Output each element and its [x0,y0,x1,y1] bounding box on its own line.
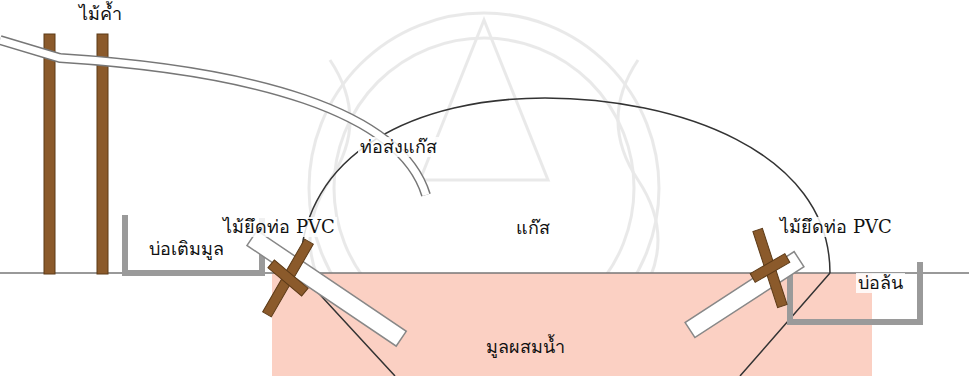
overflow-pit-label: บ่อล้น [856,273,905,294]
overflow-pit [790,255,920,322]
gas-pipe [0,40,426,195]
inlet-wood-tie [263,239,314,317]
digester-dome [300,98,830,273]
stake-label: ไม้ค้ำ [77,4,124,25]
gas-pipe-inner [0,40,426,195]
slurry-label: มูลผสมน้ำ [484,337,567,358]
inlet-pvc-pipe [247,231,406,347]
outlet-pvc-pipe [685,252,804,338]
support-stake [44,34,55,274]
tie-label: ไม้ยึดท่อ PVC [778,217,894,238]
inlet-pit-label: บ่อเติมมูล [147,239,226,260]
gas-pipe-label: ท่อส่งแก๊ส [358,137,439,158]
support-stake [97,34,108,274]
tie-label: ไม้ยึดท่อ PVC [221,217,337,238]
outlet-wood-tie [750,228,790,307]
gas-label: แก๊ส [514,218,552,239]
